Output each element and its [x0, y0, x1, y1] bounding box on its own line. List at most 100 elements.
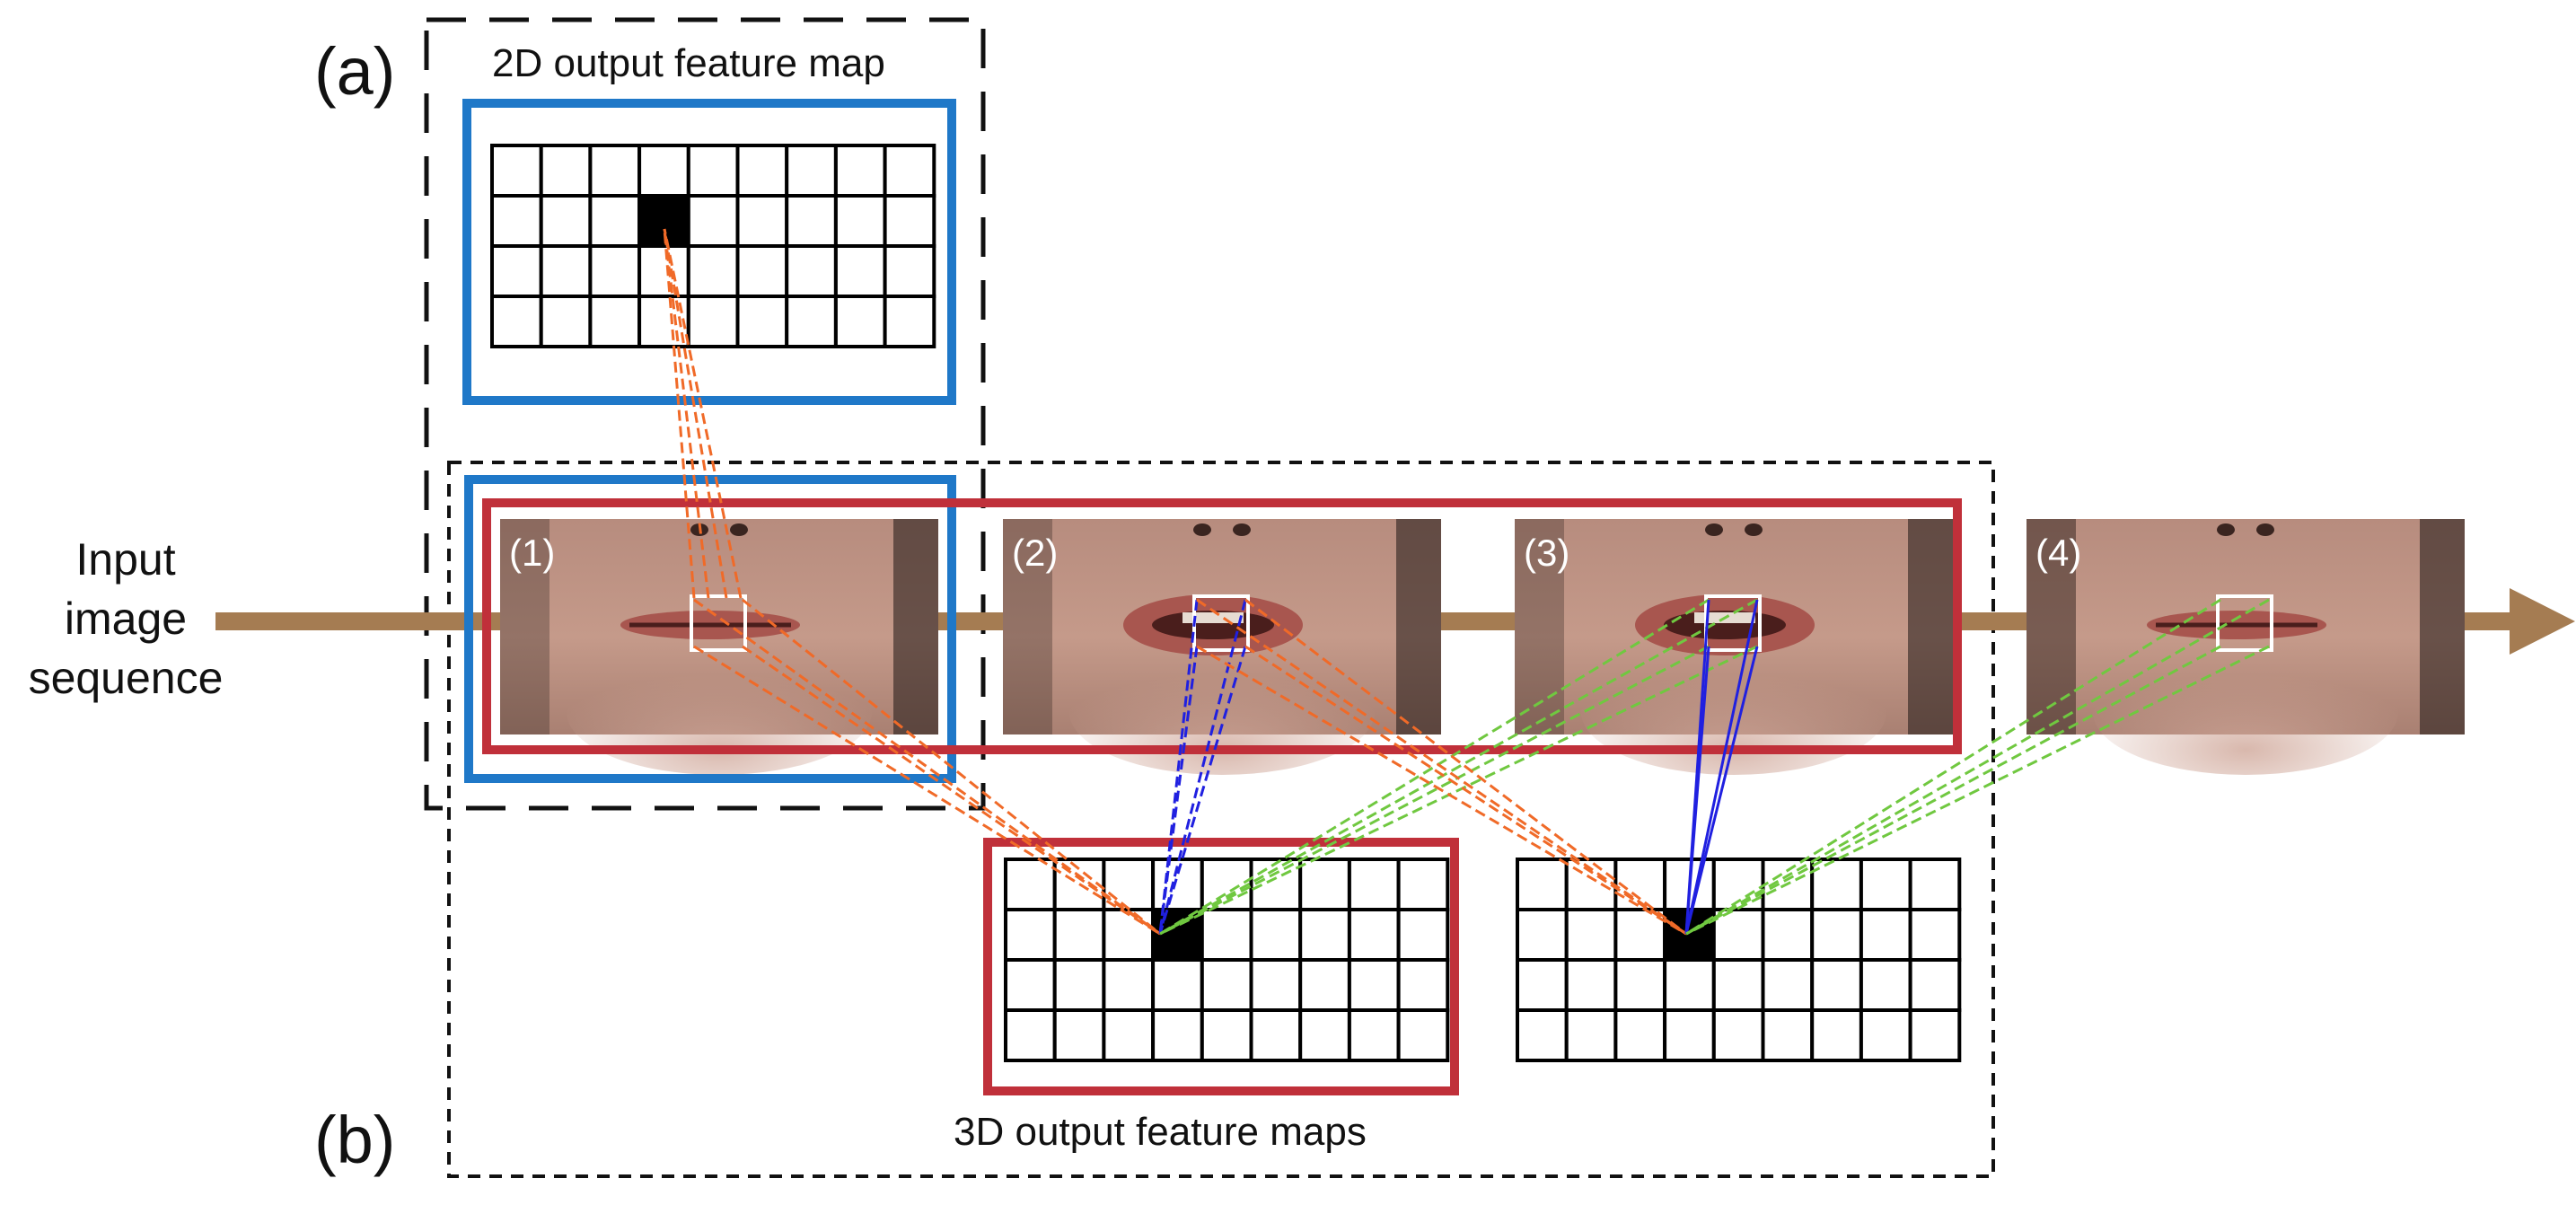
feature-map-cell — [1102, 858, 1156, 911]
feature-map-cell — [1711, 958, 1765, 1012]
feature-map-cell — [1711, 908, 1765, 962]
feature-map-cell — [1004, 908, 1057, 962]
feature-map-cell — [1249, 958, 1303, 1012]
frame-number-label: (3) — [1524, 532, 1569, 574]
feature-map-cell — [1761, 958, 1815, 1012]
link-frame3-to-3d-map2 — [1684, 646, 1710, 935]
feature-map-cell — [883, 144, 936, 198]
feature-map-cell — [1298, 858, 1351, 911]
input-frames: (1)(2)(3)(4) — [500, 519, 2465, 775]
feature-map-cell — [490, 194, 543, 248]
frame-shadow-right — [893, 519, 938, 734]
feature-map-cell — [735, 194, 789, 248]
feature-map-cell — [833, 295, 887, 348]
frame-nostril — [2256, 523, 2274, 536]
frame-4: (4) — [2027, 519, 2465, 775]
feature-map-cell — [833, 144, 887, 198]
frame-nostril — [1705, 523, 1723, 536]
feature-map-cell — [1516, 858, 1569, 911]
feature-map-cell — [1347, 858, 1401, 911]
feature-map-cell — [1102, 1008, 1156, 1062]
link-frame3-to-3d-map2 — [1684, 599, 1759, 935]
link-frame1-to-2d — [663, 228, 743, 599]
panel-b-label: (b) — [314, 1103, 395, 1177]
feature-map-cell — [637, 244, 690, 298]
frame-number-label: (1) — [509, 532, 555, 574]
receptive-field-links — [663, 228, 2270, 936]
link-frame2-to-3d-map2 — [1244, 645, 1687, 936]
feature-map-cell — [539, 295, 593, 348]
feature-map-cell — [1908, 958, 1962, 1012]
frame-shadow-right — [1396, 519, 1441, 734]
feature-map-cell — [490, 244, 543, 298]
feature-map-cell — [1102, 908, 1156, 962]
feature-map-cell — [490, 144, 543, 198]
feature-map-cell — [1908, 1008, 1962, 1062]
feature-map-cell — [1347, 908, 1401, 962]
box-2d-frame — [464, 475, 956, 783]
feature-map-cell — [735, 144, 789, 198]
frame-shadow-left — [500, 519, 549, 734]
feature-map-cell — [785, 244, 838, 298]
feature-map-cell — [1151, 1008, 1204, 1062]
feature-map-cell — [1859, 1008, 1912, 1062]
link-frame3-to-3d-map1 — [1159, 645, 1758, 936]
box-3d-frames — [482, 498, 1962, 754]
feature-map-cell — [1908, 858, 1962, 911]
feature-map-cell — [883, 244, 936, 298]
link-frame3-to-3d-map1 — [1159, 645, 1710, 936]
feature-map-cell — [1200, 908, 1253, 962]
feature-map-cell — [1516, 1008, 1569, 1062]
feature-map-cell — [1004, 1008, 1057, 1062]
feature-map-2d — [490, 144, 936, 348]
frame-shadow-left — [1515, 519, 1564, 734]
feature-map-cell — [1761, 1008, 1815, 1062]
link-frame3-to-3d-map1 — [1159, 598, 1758, 936]
feature-map-cell — [1761, 908, 1815, 962]
frame-chin — [567, 649, 872, 775]
feature-map-cell — [1810, 858, 1863, 911]
frame-teeth — [1182, 612, 1244, 623]
feature-map-cell — [1613, 958, 1667, 1012]
link-frame3-to-3d-map2 — [1684, 646, 1759, 935]
feature-map-cell — [883, 194, 936, 248]
receptive-field-box — [690, 594, 747, 652]
frame-shadow-right — [1908, 519, 1953, 734]
frame-1: (1) — [500, 519, 938, 775]
link-frame4-to-3d-map2 — [1685, 598, 2221, 936]
feature-map-cell — [1249, 858, 1303, 911]
feature-map-3d-second — [1516, 858, 1962, 1062]
feature-map-cell — [1052, 908, 1106, 962]
feature-map-cell — [735, 244, 789, 298]
feature-map-cell — [1396, 958, 1450, 1012]
feature-map-cell — [1200, 958, 1253, 1012]
feature-map-cell — [588, 144, 642, 198]
link-frame1-to-3d-map1 — [742, 598, 1161, 936]
frame-chin — [1069, 649, 1375, 775]
box-2d-map — [462, 99, 956, 405]
feature-map-cell — [686, 295, 740, 348]
feature-map-cell — [1298, 958, 1351, 1012]
feature-map-cell — [1564, 958, 1618, 1012]
feature-map-cell — [833, 194, 887, 248]
feature-map-cell — [1347, 1008, 1401, 1062]
feature-map-cell — [1810, 1008, 1863, 1062]
input-label-line1: Input — [75, 534, 175, 585]
receptive-field-box — [2216, 594, 2273, 652]
link-frame1-to-3d-map1 — [742, 645, 1161, 936]
feature-map-cell — [1663, 958, 1716, 1012]
caption-2d-map: 2D output feature map — [492, 41, 885, 85]
feature-map-cell — [588, 244, 642, 298]
feature-map-cell — [785, 144, 838, 198]
feature-map-cell — [1347, 958, 1401, 1012]
frame-nostril — [2217, 523, 2235, 536]
feature-map-cell — [785, 295, 838, 348]
link-frame2-to-3d-map2 — [1196, 645, 1687, 936]
feature-map-cell — [1004, 958, 1057, 1012]
panel-a-boundary — [424, 17, 986, 811]
link-frame4-to-3d-map2 — [1685, 645, 2270, 936]
feature-map-cell — [1052, 1008, 1106, 1062]
feature-map-cell — [1613, 1008, 1667, 1062]
link-frame4-to-3d-map2 — [1685, 645, 2221, 936]
feature-map-cell — [1102, 958, 1156, 1012]
